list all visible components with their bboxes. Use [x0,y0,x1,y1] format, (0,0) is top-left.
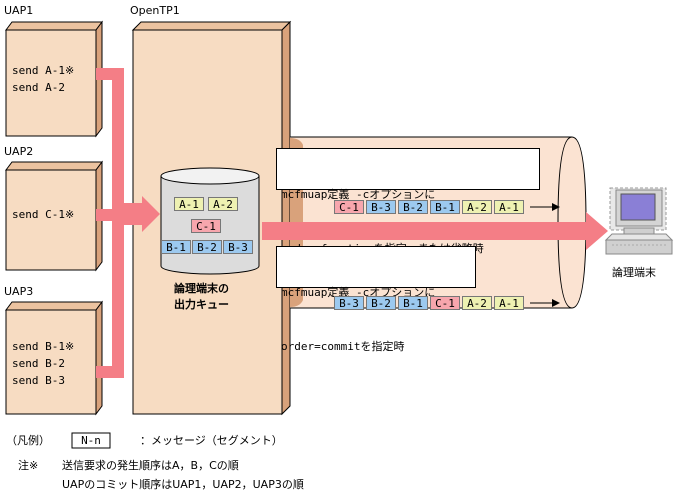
queue-seg-a2: A-2 [208,197,238,211]
legend-desc: ：メッセージ（セグメント） [140,434,283,447]
queue-seg-b2: B-2 [192,240,222,254]
queue-seg-c1: C-1 [191,219,221,233]
stream2-seg-6: A-1 [494,296,524,310]
callout-commit-line-2: order=commitを指定時 [281,340,405,353]
opentp1-label: OpenTP1 [130,4,180,17]
legend-title: （凡例） [6,434,50,447]
stream1-seg-5: A-2 [462,200,492,214]
queue-seg-a1: A-1 [174,197,204,211]
uap1-box [5,20,103,138]
note-label: 注※ [18,459,39,472]
stream2-seg-3: B-1 [398,296,428,310]
uap3-line-2: send B-2 [12,357,65,370]
stream1-seg-6: A-1 [494,200,524,214]
uap3-line-1: send B-1※ [12,340,75,353]
stream-arrow-2 [530,299,560,307]
uap3-box [5,300,103,416]
stream1-seg-3: B-2 [398,200,428,214]
legend-symbol-box [71,432,111,449]
uap2-label: UAP2 [4,145,34,158]
uap1-line-1: send A-1※ [12,64,75,77]
uap3-line-3: send B-3 [12,374,65,387]
converge-arrows [96,68,160,378]
stream1-seg-4: B-1 [430,200,460,214]
uap3-label: UAP3 [4,285,34,298]
callout-commit-line-1: mcfmuap定義 -cオプションに [281,286,436,299]
terminal-label: 論理端末 [612,266,656,279]
note-line-2: UAPのコミット順序はUAP1，UAP2，UAP3の順 [62,478,304,491]
note-line-1: 送信要求の発生順序はA，B，Cの順 [62,459,239,472]
stream2-seg-2: B-2 [366,296,396,310]
uap1-line-2: send A-2 [12,81,65,94]
terminal-icon [604,187,674,255]
uap2-line-1: send C-1※ [12,208,75,221]
stream2-seg-5: A-2 [462,296,492,310]
uap1-label: UAP1 [4,4,34,17]
queue-seg-b3: B-3 [223,240,253,254]
queue-label-1: 論理端末の [174,282,229,295]
queue-seg-b1: B-1 [161,240,191,254]
queue-label-2: 出力キュー [174,298,229,311]
stream-arrow-1 [530,203,560,211]
stream2-seg-4: C-1 [430,296,460,310]
output-arrow [262,212,608,250]
stream1-seg-1: C-1 [334,200,364,214]
stream2-seg-1: B-3 [334,296,364,310]
stream1-seg-2: B-3 [366,200,396,214]
legend-symbol: N-n [81,434,101,447]
callout-commit: mcfmuap定義 -cオプションに order=commitを指定時 [276,246,476,353]
callout-function: mcfmuap定義 -cオプションに order=functionを指定，または… [276,148,540,255]
callout-function-line-1: mcfmuap定義 -cオプションに [281,188,436,201]
